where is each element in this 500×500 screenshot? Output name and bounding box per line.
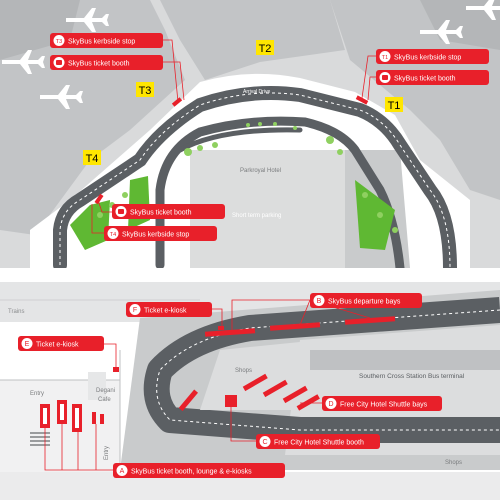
svg-text:SkyBus kerbside stop: SkyBus kerbside stop xyxy=(394,55,461,62)
skybus-departure-bays[interactable] xyxy=(204,316,396,337)
svg-text:Ticket e-kiosk: Ticket e-kiosk xyxy=(36,342,79,349)
bus-icon xyxy=(118,209,124,214)
bus-icon xyxy=(56,60,62,65)
callout-t4-ticket-booth[interactable]: SkyBus ticket booth xyxy=(112,204,225,219)
svg-text:E: E xyxy=(25,341,30,348)
svg-text:T1: T1 xyxy=(388,100,401,112)
callout-t1-ticket-booth[interactable]: SkyBus ticket booth xyxy=(376,70,489,85)
callout-t4-kerbside[interactable]: T4 SkyBus kerbside stop xyxy=(104,226,217,241)
shuttle-booth-marker[interactable] xyxy=(225,395,237,407)
bus-icon xyxy=(382,75,388,80)
shops-bottom-label: Shops xyxy=(445,460,462,466)
degani-label: Degani xyxy=(96,388,115,394)
svg-text:SkyBus ticket booth: SkyBus ticket booth xyxy=(394,76,456,83)
svg-text:T3: T3 xyxy=(139,85,152,97)
airplane-icon xyxy=(2,50,45,74)
svg-text:T2: T2 xyxy=(259,43,272,55)
southern-cross-map: Trains xyxy=(0,282,500,500)
airplane-icon xyxy=(466,0,500,20)
callout-f-ticket-e-kiosk[interactable]: F Ticket e-kiosk xyxy=(126,302,212,317)
svg-text:SkyBus kerbside stop: SkyBus kerbside stop xyxy=(68,39,135,46)
callout-c-shuttle-booth[interactable]: C Free City Hotel Shuttle booth xyxy=(256,434,380,449)
arrival-drive-label: Arrival Drive xyxy=(243,89,270,95)
shuttle-bays[interactable] xyxy=(178,373,320,412)
svg-text:A: A xyxy=(120,468,125,475)
svg-text:SkyBus ticket booth: SkyBus ticket booth xyxy=(130,210,192,217)
callout-t3-kerbside[interactable]: T3 SkyBus kerbside stop xyxy=(50,33,163,48)
svg-text:T3: T3 xyxy=(56,39,62,45)
svg-text:SkyBus ticket booth, lounge &: SkyBus ticket booth, lounge & e-kiosks xyxy=(131,469,252,476)
e-kiosk-marker-f[interactable] xyxy=(218,326,224,330)
svg-text:B: B xyxy=(317,298,322,305)
svg-text:F: F xyxy=(133,307,137,314)
terminal-badge-t4: T4 xyxy=(83,150,101,165)
shops-top-label: Shops xyxy=(235,368,252,374)
svg-text:T1: T1 xyxy=(382,55,388,61)
svg-text:SkyBus ticket booth: SkyBus ticket booth xyxy=(68,61,130,68)
terminal-badge-t2: T2 xyxy=(256,40,274,55)
e-kiosk-marker-e[interactable] xyxy=(113,367,119,372)
entry-label: Entry xyxy=(30,391,44,397)
t1-kerbside-marker[interactable] xyxy=(355,95,369,105)
bus-terminal-label: Southern Cross Station Bus terminal xyxy=(359,373,465,380)
t3-kerbside-marker[interactable] xyxy=(171,97,183,107)
entry-vertical-label: Entry xyxy=(104,446,110,460)
svg-text:T4: T4 xyxy=(110,232,116,238)
airplane-icon xyxy=(40,85,83,109)
callout-t1-kerbside[interactable]: T1 SkyBus kerbside stop xyxy=(376,49,489,64)
svg-text:SkyBus kerbside stop: SkyBus kerbside stop xyxy=(122,232,189,239)
svg-text:Free City Hotel Shuttle bays: Free City Hotel Shuttle bays xyxy=(340,402,428,409)
callout-t3-ticket-booth[interactable]: SkyBus ticket booth xyxy=(50,55,163,70)
callout-b-departure-bays[interactable]: B SkyBus departure bays xyxy=(310,293,422,308)
map-divider xyxy=(0,268,500,282)
svg-text:Ticket e-kiosk: Ticket e-kiosk xyxy=(144,308,187,315)
terminal-badge-t3: T3 xyxy=(136,82,154,97)
cafe-label: Cafe xyxy=(98,397,111,403)
airport-map: Arrival Drive Parkroyal Hotel Short term… xyxy=(0,0,500,275)
t4-kerbside-marker[interactable] xyxy=(94,193,104,205)
callout-a-ticket-booth-lounge[interactable]: A SkyBus ticket booth, lounge & e-kiosks xyxy=(113,463,285,478)
svg-text:T4: T4 xyxy=(86,153,99,165)
svg-text:D: D xyxy=(328,401,333,408)
svg-text:C: C xyxy=(262,439,267,446)
terminal-badge-t1: T1 xyxy=(385,97,403,112)
parking-label: Short term parking xyxy=(232,213,281,219)
callout-d-shuttle-bays[interactable]: D Free City Hotel Shuttle bays xyxy=(322,396,442,411)
svg-text:SkyBus departure bays: SkyBus departure bays xyxy=(328,299,401,306)
trains-label: Trains xyxy=(8,309,24,315)
terminal-2-building xyxy=(160,0,345,80)
airplane-icon xyxy=(66,8,109,32)
svg-text:Free City Hotel Shuttle booth: Free City Hotel Shuttle booth xyxy=(274,440,364,447)
callout-e-ticket-e-kiosk[interactable]: E Ticket e-kiosk xyxy=(18,336,104,351)
hotel-label: Parkroyal Hotel xyxy=(240,168,281,174)
airplane-icon xyxy=(420,20,463,44)
